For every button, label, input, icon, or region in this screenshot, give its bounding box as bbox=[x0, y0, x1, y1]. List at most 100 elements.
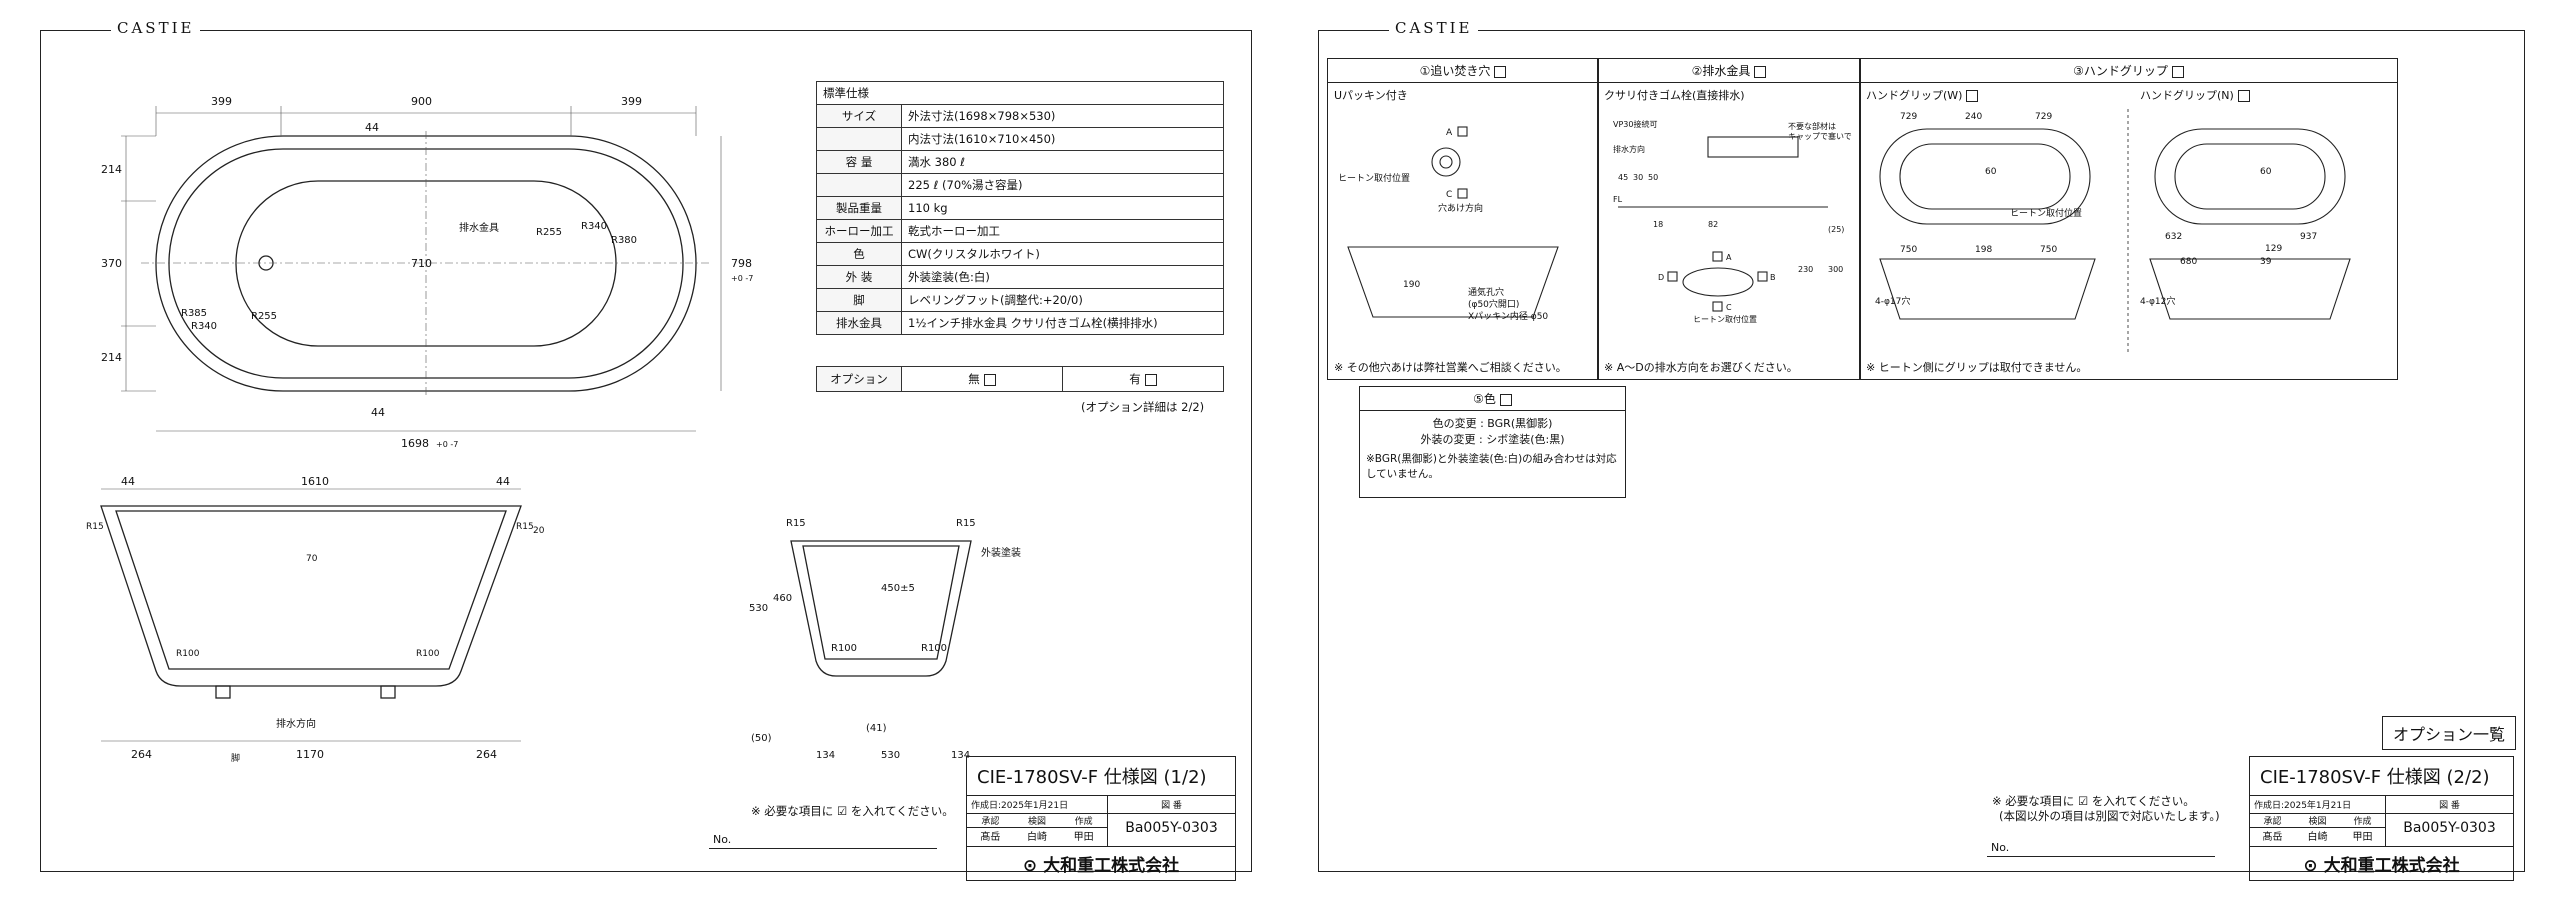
elev-r100-right: R100 bbox=[416, 649, 440, 659]
radius-r380: R380 bbox=[611, 235, 637, 246]
vent-hole-label: 通気孔穴 bbox=[1468, 286, 1504, 298]
radius-r255-left: R255 bbox=[251, 311, 277, 322]
color-change-line: 色の変更 : BGR(黒御影) bbox=[1432, 417, 1553, 430]
title-block: CIE-1780SV-F 仕様図 (1/2) 作成日:2025年1月21日 承認… bbox=[966, 756, 1236, 881]
dim-798: 798 bbox=[731, 257, 752, 270]
handgrip-checkbox[interactable] bbox=[2171, 65, 2184, 78]
heater-position-label: ヒートン取付位置 bbox=[1338, 172, 1410, 184]
reheat-note: ※ その他穴あけは弊社営業へご相談ください。 bbox=[1334, 361, 1567, 374]
company-name: ⊙ 大和重工株式会社 bbox=[966, 847, 1236, 881]
dir-d: D bbox=[1658, 273, 1664, 282]
drawing-sheet-2: CASTIE ①追い焚き穴 Uパッキン付き A C ヒートン取付位置 穴あけ方向… bbox=[1318, 19, 2525, 881]
position-a-label: A bbox=[1446, 128, 1453, 138]
color-option-checkbox[interactable] bbox=[1499, 393, 1512, 406]
spec-value: 満水 380 ℓ bbox=[901, 150, 1224, 174]
side-r15-right: R15 bbox=[956, 518, 976, 529]
signer-create: 甲田 bbox=[1073, 832, 1094, 843]
spec-label: 色 bbox=[816, 242, 902, 266]
grip-w-60: 60 bbox=[1985, 167, 1997, 177]
spec-value: CW(クリスタルホワイト) bbox=[901, 242, 1224, 266]
dir-b: B bbox=[1770, 273, 1776, 282]
drawing-number: Ba005Y-0303 bbox=[1125, 820, 1218, 836]
side-r15-left: R15 bbox=[786, 518, 806, 529]
drain-note: ※ A～Dの排水方向をお選びください。 bbox=[1604, 361, 1798, 374]
tub-side-elevation: R15 R15 外装塗装 530 460 450±5 R100 R100 (50… bbox=[749, 518, 1021, 761]
side-dim-41: (41) bbox=[866, 723, 887, 734]
drawing-number: Ba005Y-0303 bbox=[2403, 820, 2496, 836]
dim-45: 45 bbox=[1618, 173, 1628, 182]
option-table: オプション 無 有 bbox=[816, 366, 1224, 392]
dim-30: 30 bbox=[1633, 173, 1643, 182]
brand-logo: CASTIE bbox=[111, 19, 201, 37]
spec-value: 外法寸法(1698×798×530) bbox=[901, 104, 1224, 128]
drain-option-checkbox[interactable] bbox=[1754, 65, 1767, 78]
option-yes-checkbox[interactable] bbox=[1144, 373, 1157, 386]
role-check: 検図 bbox=[1028, 817, 1047, 827]
hole-direction-label: 穴あけ方向 bbox=[1438, 202, 1483, 214]
option-none-label: 無 bbox=[968, 372, 980, 386]
spec-value: 225 ℓ (70%湯さ容量) bbox=[901, 173, 1224, 197]
grip-w-hole-spec: 4-φ17穴 bbox=[1875, 295, 1910, 307]
dir-a: A bbox=[1726, 253, 1732, 262]
number-label: No. bbox=[1991, 841, 2010, 854]
spec-label bbox=[816, 127, 902, 151]
dim-1698-tol: +0 -7 bbox=[436, 440, 458, 449]
elev-dim-20: 20 bbox=[533, 526, 545, 536]
grip-w-729-right: 729 bbox=[2035, 112, 2052, 122]
option-panel-drain: ②排水金具 クサリ付きゴム栓(直接排水) VP30接続可 排水方向 FL 不要な… bbox=[1597, 58, 1861, 380]
dim-190: 190 bbox=[1403, 280, 1420, 290]
drain-direction-label: 排水方向 bbox=[1613, 144, 1645, 154]
signer-check: 白崎 bbox=[1027, 832, 1047, 843]
option-panel-color: ⑤色 色の変更 : BGR(黒御影) 外装の変更 : シボ塗装(色:黒) ※BG… bbox=[1359, 386, 1626, 498]
panel-title-reheat: ①追い焚き穴 bbox=[1419, 64, 1491, 78]
spec-value: 110 kg bbox=[901, 196, 1224, 220]
spec-value: 乾式ホーロー加工 bbox=[901, 219, 1224, 243]
elev-dim-44-right: 44 bbox=[496, 475, 510, 488]
handgrip-w-checkbox[interactable] bbox=[1966, 90, 1979, 102]
role-create: 作成 bbox=[1074, 817, 1093, 827]
elev-dim-1610: 1610 bbox=[301, 475, 329, 488]
option-panel-reheat-hole: ①追い焚き穴 Uパッキン付き A C ヒートン取付位置 穴あけ方向 190 通気… bbox=[1327, 58, 1599, 380]
spec-value: 1½インチ排水金具 クサリ付きゴム栓(横排排水) bbox=[901, 311, 1224, 335]
check-note: ※ 必要な項目に ☑ を入れてください。 bbox=[1992, 794, 2195, 808]
grip-w-heater-label: ヒートン取付位置 bbox=[2010, 207, 2082, 219]
reheat-hole-checkbox[interactable] bbox=[1494, 65, 1507, 78]
number-field[interactable]: No. bbox=[709, 831, 937, 849]
radius-r255-right: R255 bbox=[536, 227, 562, 238]
spec-label: 排水金具 bbox=[816, 311, 902, 335]
dim-710: 710 bbox=[411, 257, 432, 270]
dim-1698: 1698 bbox=[401, 437, 429, 450]
option-label: オプション bbox=[816, 366, 902, 392]
radius-r385: R385 bbox=[181, 308, 207, 319]
tub-front-elevation: 44 1610 44 R15 R15 20 70 R100 R100 264 1… bbox=[86, 475, 545, 764]
dim-214-top: 214 bbox=[101, 163, 122, 176]
panel-title-drain: ②排水金具 bbox=[1691, 64, 1751, 78]
elev-dim-264-left: 264 bbox=[131, 748, 152, 761]
tub-plan-view: 399 900 399 44 214 370 214 44 1698 +0 -7… bbox=[101, 95, 753, 450]
spec-label: 容 量 bbox=[816, 150, 902, 174]
number-label: No. bbox=[713, 833, 732, 846]
brand-logo: CASTIE bbox=[1389, 19, 1479, 37]
option-none-checkbox[interactable] bbox=[983, 373, 996, 386]
check-note-2: (本図以外の項目は別図で対応いたします。) bbox=[1999, 809, 2220, 823]
spec-value: 外装塗装(色:白) bbox=[901, 265, 1224, 289]
cap-note-1: 不要な部材は bbox=[1788, 121, 1836, 131]
created-date: 作成日:2025年1月21日 bbox=[967, 796, 1107, 814]
grip-w-750-right: 750 bbox=[2040, 245, 2057, 255]
check-note: ※ 必要な項目に ☑ を入れてください。 bbox=[751, 804, 954, 818]
elev-dim-70: 70 bbox=[306, 554, 318, 564]
side-dim-134-right: 134 bbox=[951, 750, 970, 761]
dim-214-bot: 214 bbox=[101, 351, 122, 364]
exterior-change-line: 外装の変更 : シボ塗装(色:黒) bbox=[1420, 433, 1565, 446]
number-field[interactable]: No. bbox=[1987, 839, 2215, 857]
dim-399-left: 399 bbox=[211, 95, 232, 108]
spec-label bbox=[816, 173, 902, 197]
vp30-label: VP30接続可 bbox=[1613, 119, 1657, 129]
option-panel-handgrip: ③ハンドグリップ ハンドグリップ(W) ハンドグリップ(N) 729 240 7… bbox=[1859, 58, 2398, 380]
handgrip-n-checkbox[interactable] bbox=[2237, 90, 2250, 102]
drawing-no-label: 図 番 bbox=[2386, 796, 2513, 814]
role-approve: 承認 bbox=[981, 817, 1000, 827]
side-dim-50: (50) bbox=[751, 733, 772, 744]
packing-subtitle: Uパッキン付き bbox=[1334, 89, 1408, 102]
grip-n-hole-spec: 4-φ12穴 bbox=[2140, 295, 2175, 307]
